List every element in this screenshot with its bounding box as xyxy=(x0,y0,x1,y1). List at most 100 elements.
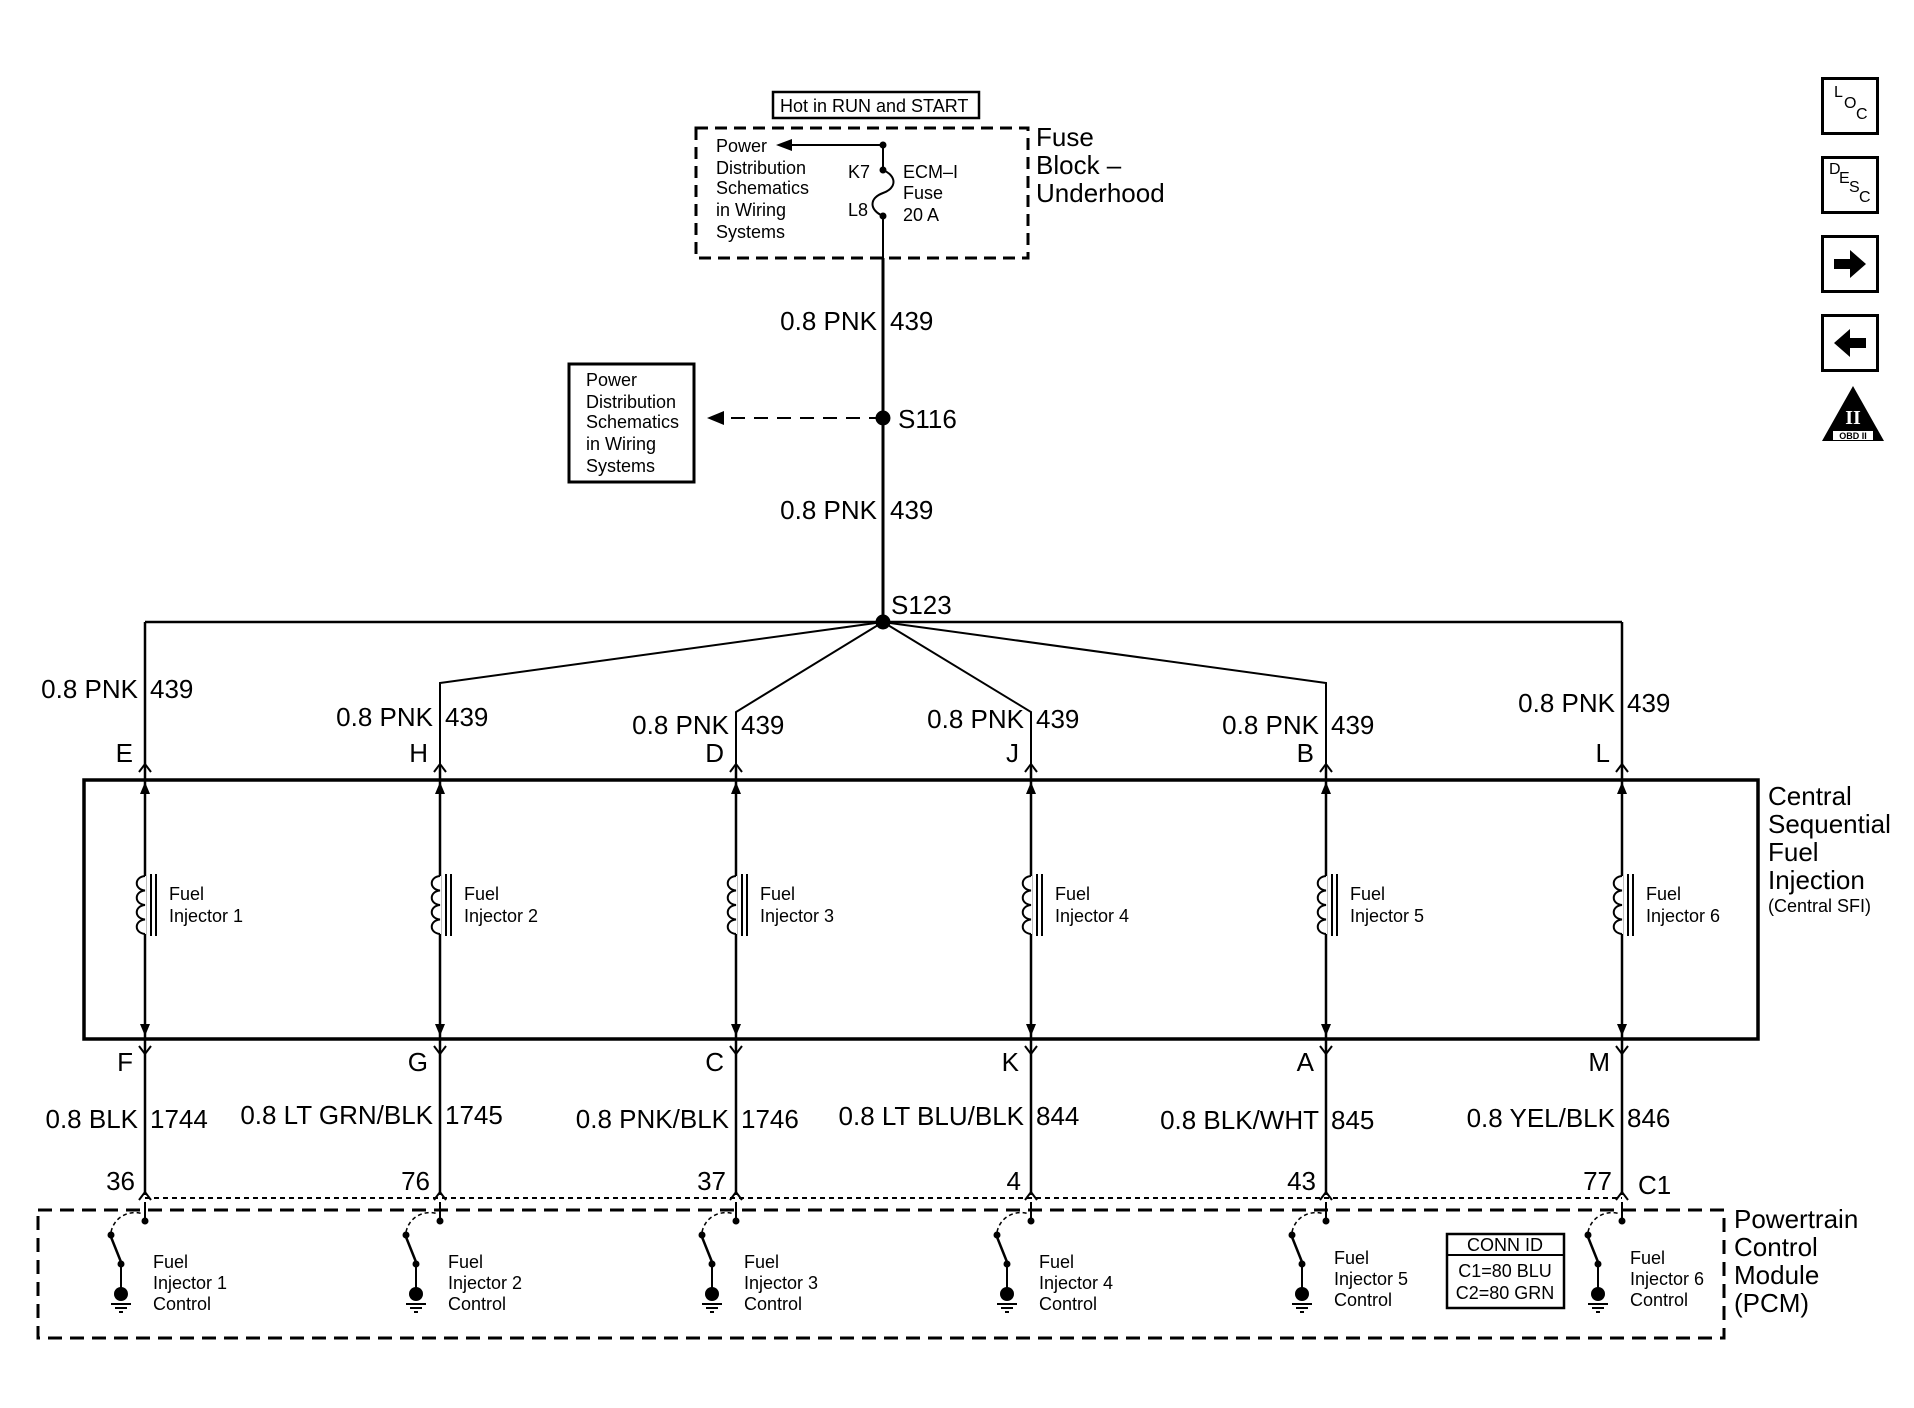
injector-5-upper-wire: 0.8 PNK xyxy=(1222,710,1319,740)
injector-5-lower-circuit: 845 xyxy=(1331,1105,1374,1135)
injector-4-upper-connector xyxy=(1024,762,1038,773)
injector-4-upper-circuit: 439 xyxy=(1036,704,1079,734)
injector-3-control-line-1: Fuel xyxy=(744,1252,779,1272)
injector-6-lower-circuit: 846 xyxy=(1627,1103,1670,1133)
injector-4-lower-connector xyxy=(1024,1045,1038,1056)
injector-2-lower-circuit: 1745 xyxy=(445,1100,503,1130)
injector-3-lower-pin: C xyxy=(705,1047,724,1077)
injector-1-coil-icon xyxy=(135,875,146,935)
injector-4-control-line-1: Fuel xyxy=(1039,1252,1074,1272)
injector-3-switch-icon xyxy=(700,1236,714,1263)
conn-id-box xyxy=(1445,1232,1566,1310)
injector-5-upper-circuit: 439 xyxy=(1331,710,1374,740)
pd-mid-line-4: in Wiring xyxy=(586,434,656,454)
injector-3-control-line-2: Injector 3 xyxy=(744,1273,818,1293)
injector-2-coil-icon xyxy=(430,875,441,935)
injector-6-upper-circuit: 439 xyxy=(1627,688,1670,718)
injector-5-control-line-1: Fuel xyxy=(1334,1248,1369,1268)
injector-2-lower-connector xyxy=(433,1045,447,1056)
injector-2-pcm-connector xyxy=(433,1190,447,1201)
splice-s123-label: S123 xyxy=(891,590,952,620)
injector-1-lower-wire: 0.8 BLK xyxy=(45,1104,138,1134)
pd-mid-line-2: Distribution xyxy=(586,392,676,412)
pin-l8: L8 xyxy=(848,200,868,220)
description-icon-d: D xyxy=(1829,161,1841,178)
injector-6-upper-connector xyxy=(1615,762,1629,773)
injector-1-lower-circuit: 1744 xyxy=(150,1104,208,1134)
injector-4-control-line-3: Control xyxy=(1039,1294,1097,1314)
injector-6-switch-icon xyxy=(1586,1236,1600,1263)
conn-id-title: CONN ID xyxy=(1467,1235,1543,1255)
injector-1-control-line-1: Fuel xyxy=(153,1252,188,1272)
conn-id-c1: C1=80 BLU xyxy=(1458,1261,1552,1281)
injector-6-upper-pin: L xyxy=(1596,738,1610,768)
injector-5-coil-icon xyxy=(1316,875,1327,935)
pcm-connector-c1: C1 xyxy=(1638,1170,1671,1200)
injector-5-control-line-3: Control xyxy=(1334,1290,1392,1310)
obd-ii-button[interactable]: II OBD II xyxy=(1820,384,1886,444)
pcm-label-3: Module xyxy=(1734,1260,1819,1290)
injector-3-upper-circuit: 439 xyxy=(741,710,784,740)
sfi-sub-label: (Central SFI) xyxy=(1768,896,1871,916)
seg1-wire: 0.8 PNK xyxy=(780,306,877,336)
pcm-label-2: Control xyxy=(1734,1232,1818,1262)
injector-5-switch-icon xyxy=(1290,1236,1304,1263)
injector-1-upper-connector xyxy=(138,762,152,773)
description-icon-c: C xyxy=(1859,189,1871,206)
fuse-word: Fuse xyxy=(903,183,943,203)
obd-ii-icon: II OBD II xyxy=(1822,386,1884,441)
previous-button[interactable] xyxy=(1821,314,1879,372)
injector-6-pcm-connector xyxy=(1615,1190,1629,1201)
fuse-name: ECM–I xyxy=(903,162,958,182)
location-icon-o: O xyxy=(1844,95,1857,112)
injector-4-name-line-1: Fuel xyxy=(1055,884,1090,904)
injector-6-lower-wire: 0.8 YEL/BLK xyxy=(1467,1103,1616,1133)
fuse-block-label-1: Fuse xyxy=(1036,122,1094,152)
obd-roman: II xyxy=(1845,407,1861,429)
sfi-label-1: Central xyxy=(1768,781,1852,811)
pd-mid-line-1: Power xyxy=(586,370,637,390)
injector-3-lower-wire: 0.8 PNK/BLK xyxy=(576,1104,730,1134)
injector-4-upper-wire: 0.8 PNK xyxy=(927,704,1024,734)
pd-top-line-2: Distribution xyxy=(716,158,806,178)
injector-3-control-line-3: Control xyxy=(744,1294,802,1314)
injector-6-control-line-3: Control xyxy=(1630,1290,1688,1310)
injector-6-pcm-pin: 77 xyxy=(1583,1166,1612,1196)
injector-1-lower-connector xyxy=(138,1045,152,1056)
location-button[interactable]: L O C xyxy=(1821,77,1879,135)
injector-2-name-line-2: Injector 2 xyxy=(464,906,538,926)
injector-6-control-line-2: Injector 6 xyxy=(1630,1269,1704,1289)
seg1-circuit: 439 xyxy=(890,306,933,336)
injector-2-name-line-1: Fuel xyxy=(464,884,499,904)
injector-1-upper-circuit: 439 xyxy=(150,674,193,704)
fuse-block-label-2: Block – xyxy=(1036,150,1122,180)
injector-3-upper-connector xyxy=(729,762,743,773)
injector-2-upper-circuit: 439 xyxy=(445,702,488,732)
injector-1-control-line-3: Control xyxy=(153,1294,211,1314)
arrow-right-icon xyxy=(1834,250,1866,278)
injector-5-upper-connector xyxy=(1319,762,1333,773)
pcm-module-outline xyxy=(36,1208,1726,1340)
injector-2-pcm-pin: 76 xyxy=(401,1166,430,1196)
injector-2-control-line-1: Fuel xyxy=(448,1252,483,1272)
pin-k7: K7 xyxy=(848,162,870,182)
sfi-label-4: Injection xyxy=(1768,865,1865,895)
injector-4-pcm-pin: 4 xyxy=(1007,1166,1021,1196)
injector-6-lower-pin: M xyxy=(1588,1047,1610,1077)
injector-2-control-line-3: Control xyxy=(448,1294,506,1314)
injector-3-upper-wire: 0.8 PNK xyxy=(632,710,729,740)
injector-6-control-line-1: Fuel xyxy=(1630,1248,1665,1268)
description-button[interactable]: D E S C xyxy=(1821,156,1879,214)
injector-6-name-line-1: Fuel xyxy=(1646,884,1681,904)
next-button[interactable] xyxy=(1821,235,1879,293)
injector-4-name-line-2: Injector 4 xyxy=(1055,906,1129,926)
pd-mid-box xyxy=(567,362,696,484)
pd-top-line-5: Systems xyxy=(716,222,785,242)
description-icon-s: S xyxy=(1849,179,1860,196)
hot-label-box xyxy=(771,90,981,120)
sfi-module-outline xyxy=(82,778,1760,1041)
